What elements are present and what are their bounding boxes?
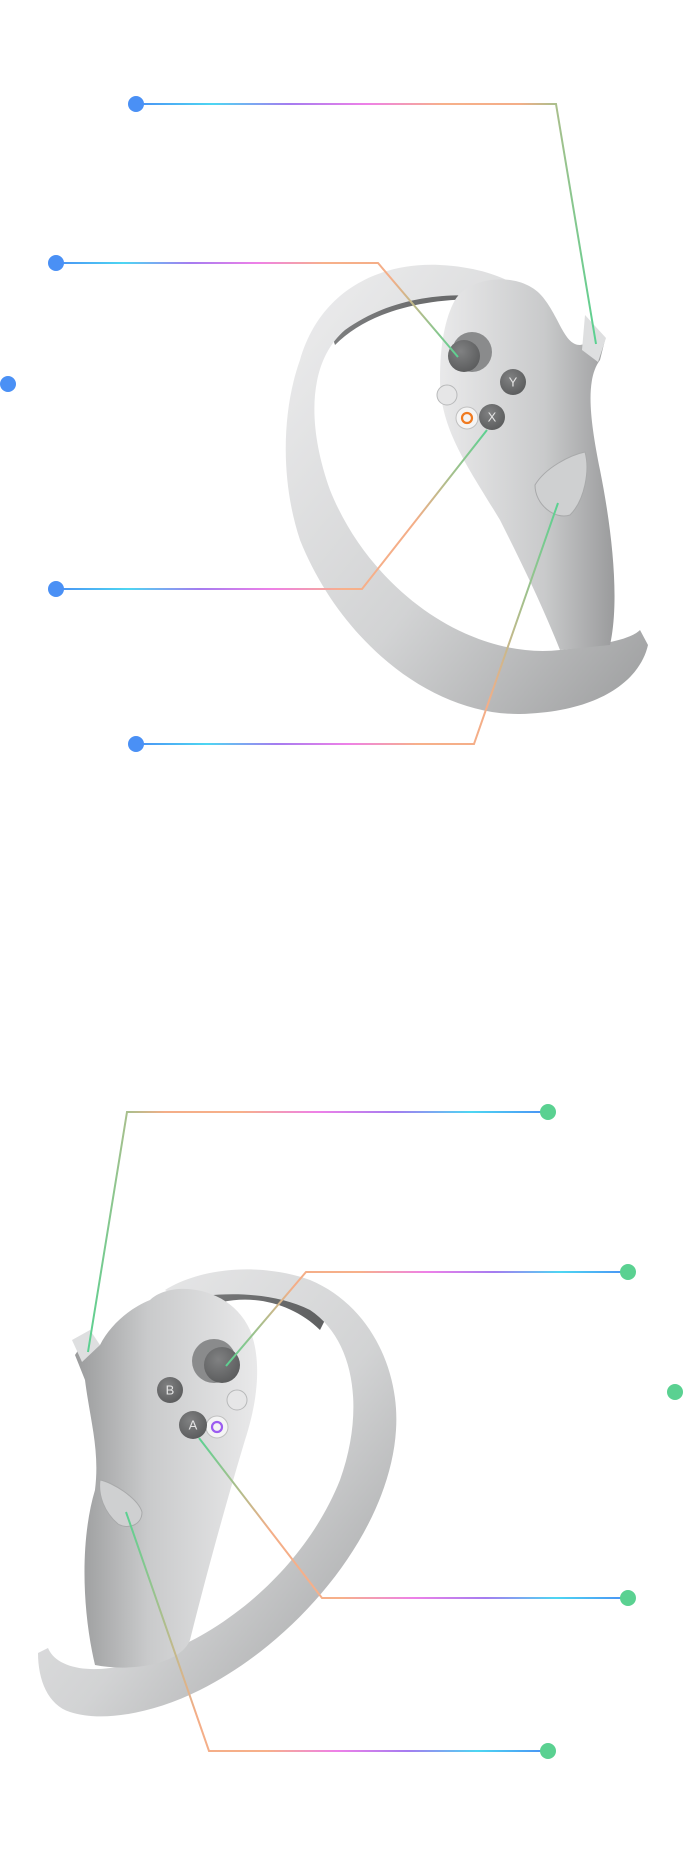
left-callout-x-button [48, 429, 488, 597]
callout-lines [0, 96, 683, 1759]
leader-line [136, 103, 597, 345]
tracking-ring [285, 264, 648, 715]
callout-dot-marker[interactable] [620, 1264, 636, 1280]
callout-dot-marker[interactable] [540, 1104, 556, 1120]
callout-dot-marker[interactable] [0, 376, 16, 392]
grip-button[interactable] [99, 1479, 143, 1527]
callout-dot-marker[interactable] [620, 1590, 636, 1606]
left-callout-trigger [128, 96, 597, 345]
left-callout-grip-button [128, 502, 559, 752]
controller-body [75, 1288, 258, 1668]
oculus-icon [210, 1420, 224, 1434]
callout-dot-marker[interactable] [128, 736, 144, 752]
callout-dot-marker[interactable] [48, 255, 64, 271]
capture-button[interactable] [226, 1389, 248, 1411]
x-button-label: X [488, 410, 497, 425]
trigger-fin [72, 1330, 100, 1362]
leader-line [125, 1511, 548, 1752]
x-button[interactable]: X [479, 404, 505, 430]
left-callout-thumbstick [48, 255, 459, 358]
left-controller: YX [285, 264, 648, 715]
left-callout-y-button [0, 376, 501, 392]
y-button-cap [500, 369, 526, 395]
callout-dot-marker[interactable] [48, 581, 64, 597]
callout-dot-marker[interactable] [667, 1384, 683, 1400]
oculus-button[interactable] [455, 406, 479, 430]
oculus-icon [460, 411, 474, 425]
right-callout-trigger [87, 1104, 556, 1353]
callout-dot-marker[interactable] [128, 96, 144, 112]
controller-body [440, 279, 615, 650]
right-callout-b-button [183, 1384, 683, 1400]
right-callout-thumbstick [225, 1264, 636, 1367]
trigger-fin [582, 315, 606, 362]
b-button[interactable]: B [157, 1377, 183, 1403]
tracking-ring [38, 1269, 397, 1717]
a-button[interactable]: A [179, 1411, 207, 1439]
leader-line [225, 1271, 628, 1367]
right-callout-a-button [198, 1437, 636, 1606]
a-button-label: A [189, 1418, 198, 1433]
thumbstick[interactable] [448, 340, 480, 372]
thumbstick[interactable] [204, 1347, 240, 1383]
callout-dot-marker[interactable] [540, 1743, 556, 1759]
grip-button[interactable] [534, 451, 588, 517]
a-button-cap [179, 1411, 207, 1439]
b-button-cap [157, 1377, 183, 1403]
y-button-label: Y [509, 375, 518, 390]
leader-line [87, 1111, 548, 1353]
right-callout-grip-button [125, 1511, 556, 1759]
oculus-button[interactable] [205, 1415, 229, 1439]
leader-line [198, 1437, 628, 1599]
y-button[interactable]: Y [500, 369, 526, 395]
b-button-label: B [166, 1383, 175, 1398]
x-button-cap [479, 404, 505, 430]
leader-line [56, 262, 459, 358]
right-controller: BA [38, 1269, 397, 1717]
leader-line [56, 429, 488, 590]
leader-line [136, 502, 559, 745]
menu-button[interactable] [436, 384, 458, 406]
